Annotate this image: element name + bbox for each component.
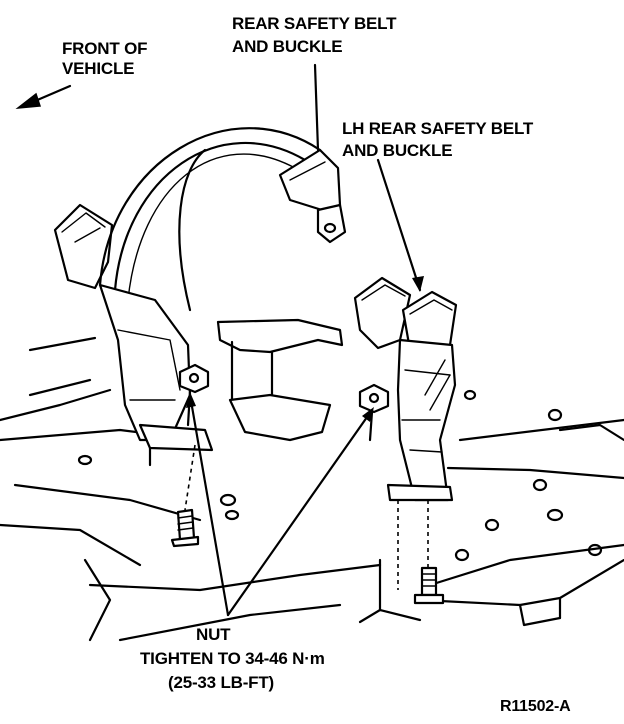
front-of-vehicle-label: FRONT OF xyxy=(62,39,147,58)
arrow-up-left-icon xyxy=(15,84,72,109)
torque-label: TIGHTEN TO 34-46 N·m xyxy=(140,649,325,668)
leader-lines xyxy=(186,63,424,617)
lh-rear-safety-belt-and-buckle xyxy=(353,276,458,605)
rear-belt-label: REAR SAFETY BELT xyxy=(232,14,397,33)
rear-safety-belt-and-buckle xyxy=(53,127,347,548)
figure-id-label: R11502-A xyxy=(500,698,571,715)
torque-imperial-label: (25-33 LB-FT) xyxy=(168,673,274,692)
callout-labels: FRONT OF VEHICLE REAR SAFETY BELT AND BU… xyxy=(62,14,571,715)
nut-label: NUT xyxy=(196,625,231,644)
lh-rear-belt-label-2: AND BUCKLE xyxy=(342,141,452,160)
lh-rear-belt-label: LH REAR SAFETY BELT xyxy=(342,119,534,138)
rear-belt-label-2: AND BUCKLE xyxy=(232,37,342,56)
front-of-vehicle-label-2: VEHICLE xyxy=(62,59,134,78)
floor-pan xyxy=(0,318,624,642)
